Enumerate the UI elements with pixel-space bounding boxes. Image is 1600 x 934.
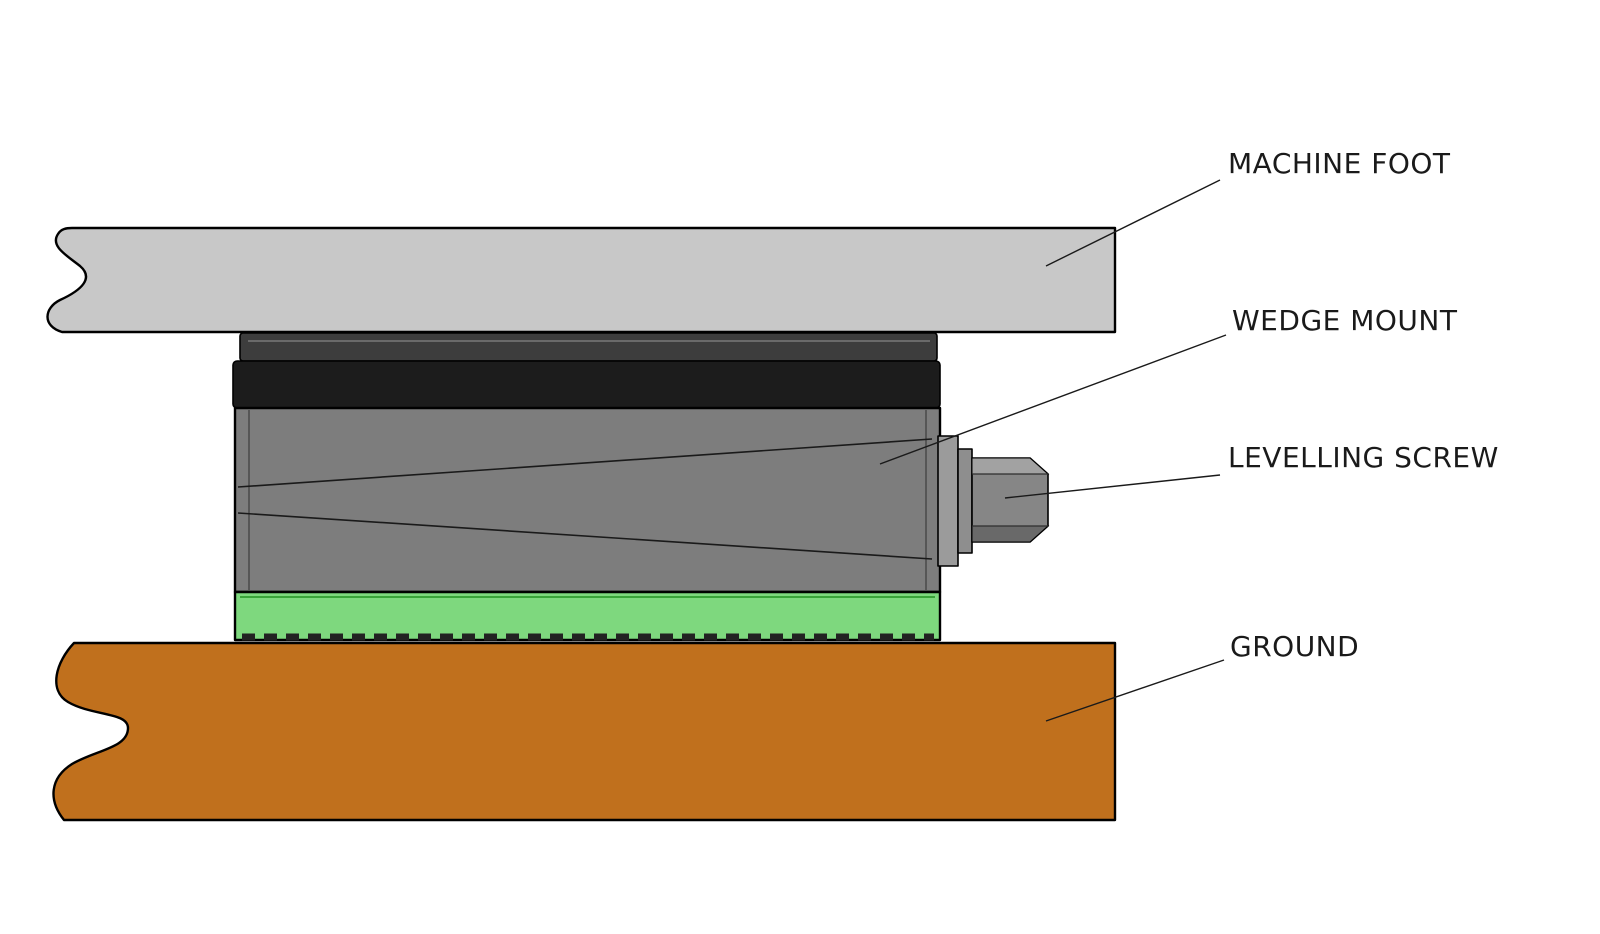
wedge-diagonal-lower [237,512,933,560]
mount-black-band [232,360,941,409]
leader-line-machine-foot [1045,179,1221,267]
leader-line-wedge-mount [879,334,1227,465]
label-machine-foot: MACHINE FOOT [1228,147,1451,180]
mount-top-plate [239,332,938,362]
screw-collar [957,448,973,554]
leader-line-ground [1045,659,1225,722]
machine-foot-shape [46,226,1117,334]
ground-shape [52,641,1117,822]
mount-body [233,406,942,594]
leader-line-levelling-screw [1004,474,1221,499]
label-ground: GROUND [1230,630,1359,663]
label-levelling-screw: LEVELLING SCREW [1228,441,1499,474]
label-wedge-mount: WEDGE MOUNT [1232,304,1458,337]
mount-base-pad [233,590,942,642]
wedge-diagonal-upper [237,438,933,488]
nut-bottom-facet [971,525,1050,543]
screw-washer [937,435,959,567]
nut-top-facet [971,457,1050,475]
